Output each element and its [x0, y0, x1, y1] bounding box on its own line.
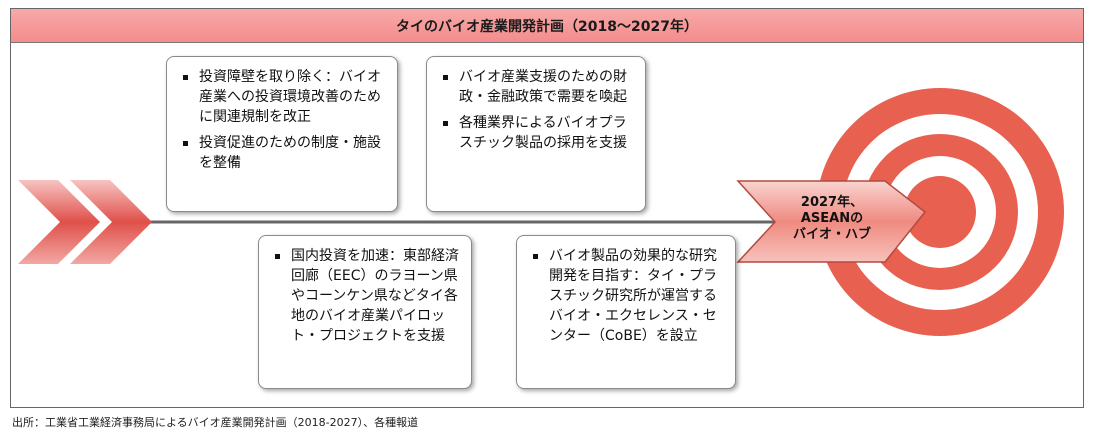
strategy-box-bottom-right: バイオ製品の効果的な研究開発を目指す：タイ・プラスチック研究所が運営するバイオ・…: [516, 235, 736, 389]
source-note: 出所：工業省工業経済事務局によるバイオ産業開発計画（2018-2027）、各種報…: [12, 416, 419, 429]
diagram-title: タイのバイオ産業開発計画（2018～2027年）: [11, 9, 1083, 43]
goal-arrow: [736, 180, 927, 263]
list-item: バイオ産業支援のための財政・金融政策で需要を喚起: [441, 67, 635, 107]
diagram-frame: タイのバイオ産業開発計画（2018～2027年）: [10, 8, 1084, 408]
target-icon: [816, 88, 1064, 336]
goal-line-2: ASEANの: [800, 211, 864, 226]
list-item: 投資促進のための制度・施設を整備: [181, 133, 387, 173]
list-item: 投資障壁を取り除く：バイオ産業への投資環境改善のために関連規制を改正: [181, 67, 387, 127]
goal-line-3: バイオ・ハブ: [792, 227, 871, 242]
list-item: 国内投資を加速：東部経済回廊（EEC）のラヨーン県やコーンケン県などタイ各地のバ…: [273, 246, 461, 346]
strategy-box-top-right: バイオ産業支援のための財政・金融政策で需要を喚起 各種業界によるバイオプラスチッ…: [426, 56, 646, 212]
chevron-icon: [18, 180, 100, 264]
goal-label: 2027年、 ASEANの バイオ・ハブ: [782, 195, 882, 243]
list-item: 各種業界によるバイオプラスチック製品の採用を支援: [441, 113, 635, 153]
list-item: バイオ製品の効果的な研究開発を目指す：タイ・プラスチック研究所が運営するバイオ・…: [531, 246, 725, 346]
strategy-box-top-left: 投資障壁を取り除く：バイオ産業への投資環境改善のために関連規制を改正 投資促進の…: [166, 56, 398, 212]
chevron-icon: [70, 180, 152, 264]
strategy-box-bottom-left: 国内投資を加速：東部経済回廊（EEC）のラヨーン県やコーンケン県などタイ各地のバ…: [258, 235, 472, 389]
goal-line-1: 2027年、: [800, 195, 864, 210]
